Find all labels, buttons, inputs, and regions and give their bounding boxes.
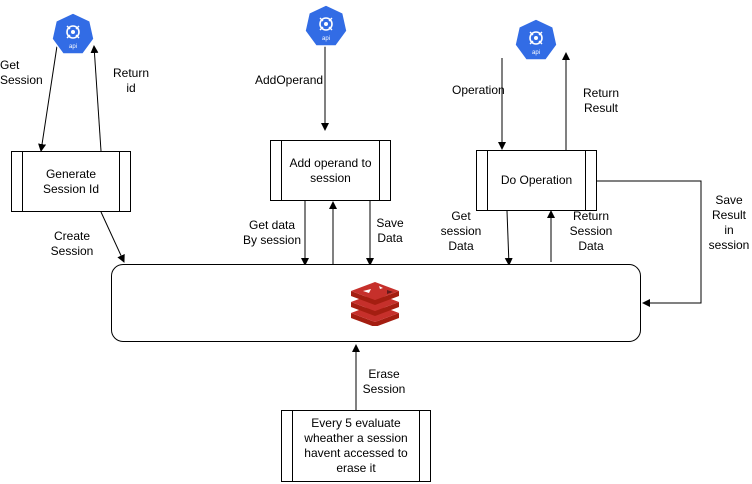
do-operation-box[interactable]: Do Operation <box>476 150 597 211</box>
label-get-data-by-session: Get data By session <box>242 218 302 247</box>
label-operation-call: Operation <box>452 83 505 97</box>
label-get-session-data: Get session Data <box>440 209 482 253</box>
add-operand-label: Add operand to session <box>289 155 372 185</box>
arrow-save-result-in-session <box>597 180 702 307</box>
add-operand-box[interactable]: Add operand to session <box>270 140 391 201</box>
do-operation-label: Do Operation <box>500 173 573 187</box>
kubernetes-api-icon: api <box>304 4 348 47</box>
label-add-operand-call: AddOperand <box>255 73 324 87</box>
redis-icon <box>351 282 399 326</box>
eraser-job-box[interactable]: Every 5 evaluate wheather a session have… <box>281 410 431 482</box>
arrow-create-session <box>100 211 125 263</box>
label-erase-session: Erase Session <box>362 367 406 396</box>
generate-session-id-label: Generate Session Id <box>42 166 100 196</box>
label-return-result: Return Result <box>582 86 620 115</box>
label-return-session-data: Return Session Data <box>569 209 613 253</box>
svg-text:api: api <box>532 50 540 56</box>
arrow-get-session <box>38 45 58 152</box>
label-save-result-in-session: Save Result in session <box>708 193 750 252</box>
arrow-return-id <box>90 45 102 152</box>
label-create-session: Create Session <box>50 229 94 258</box>
svg-text:api: api <box>69 44 77 50</box>
eraser-job-label: Every 5 evaluate wheather a session have… <box>304 416 408 475</box>
label-return-id: Return id <box>112 66 150 95</box>
label-get-session: Get Session <box>0 58 43 87</box>
svg-text:api: api <box>322 36 330 42</box>
kubernetes-api-icon: api <box>514 18 558 61</box>
label-save-data: Save Data <box>376 216 404 245</box>
generate-session-id-box[interactable]: Generate Session Id <box>11 151 131 212</box>
arrow-get-session-data <box>504 210 513 266</box>
kubernetes-api-icon: api <box>51 12 95 55</box>
